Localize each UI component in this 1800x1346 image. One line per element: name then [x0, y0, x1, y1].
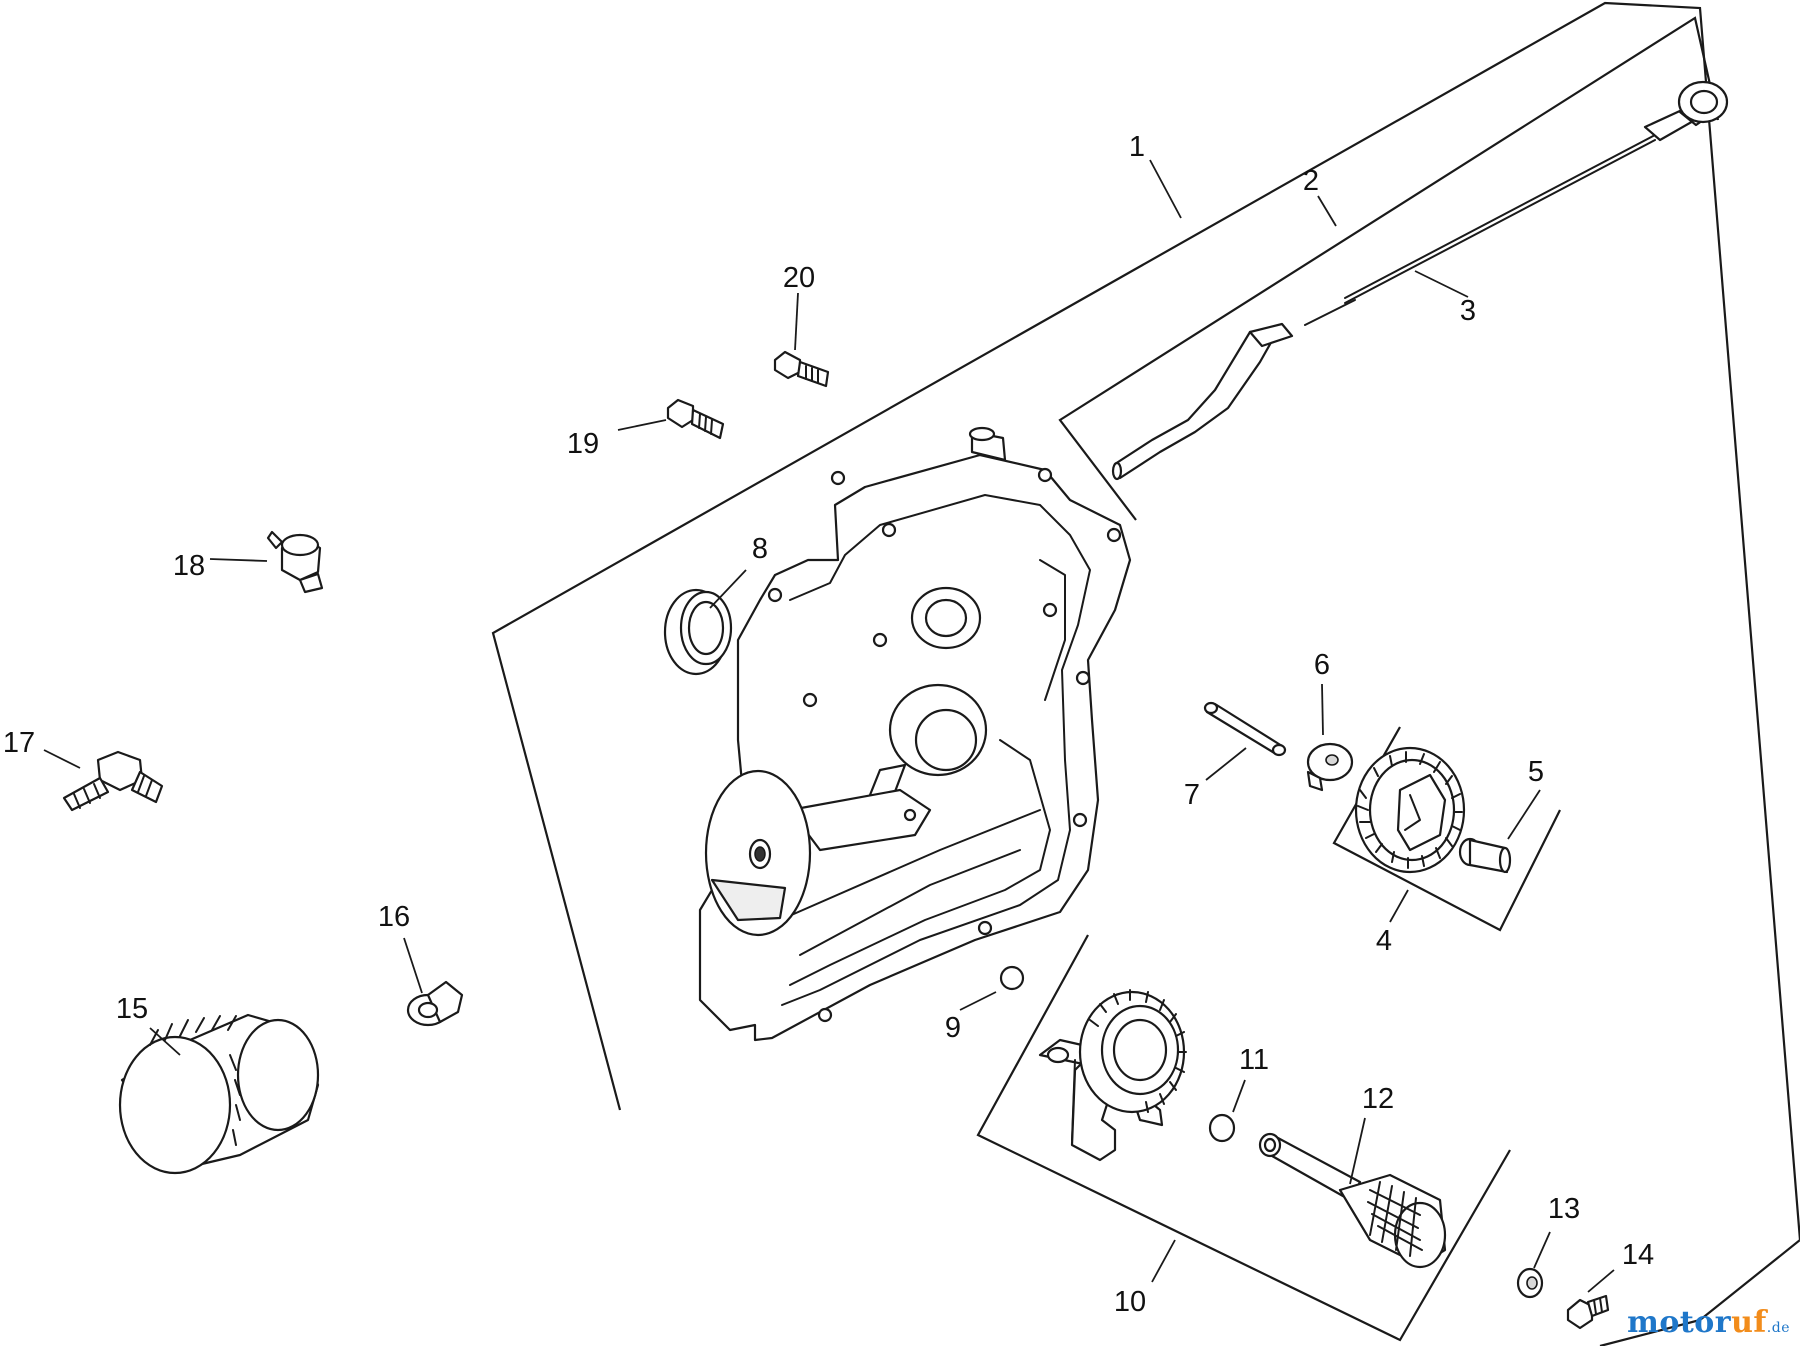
callout-4: 4 — [1376, 925, 1392, 957]
pump-shaft-part — [1258, 1132, 1447, 1269]
bolt-20-part — [773, 350, 830, 388]
callout-8: 8 — [752, 533, 768, 565]
screw-part — [1566, 1294, 1610, 1330]
ball-9-part — [999, 965, 1025, 991]
callout-13: 13 — [1548, 1193, 1580, 1225]
bolt-19-part — [666, 398, 725, 440]
group-bracket-2 — [1058, 16, 1720, 521]
callout-10: 10 — [1114, 1286, 1146, 1318]
dipstick-tube-part — [1111, 322, 1294, 481]
callout-15: 15 — [116, 993, 148, 1025]
watermark-tld: .de — [1766, 1320, 1790, 1336]
watermark-logo: motoruf.de — [1627, 1305, 1790, 1340]
callout-6: 6 — [1314, 649, 1330, 681]
spacer-part — [1306, 742, 1354, 792]
callout-5: 5 — [1528, 756, 1544, 788]
drain-plug-part — [406, 980, 464, 1027]
callout-9: 9 — [945, 1012, 961, 1044]
callout-18: 18 — [173, 550, 205, 582]
dipstick-part — [1304, 80, 1729, 326]
callout-labels: 1 2 3 4 5 6 7 8 9 10 11 12 13 14 15 16 1… — [3, 131, 1654, 1318]
callout-12: 12 — [1362, 1083, 1394, 1115]
washer-part — [1516, 1267, 1544, 1299]
group-bracket-1 — [491, 1, 1800, 1346]
ball-11-part — [1208, 1113, 1236, 1143]
watermark-part-b: uf — [1731, 1305, 1767, 1340]
pin-part — [1203, 701, 1287, 757]
watermark-part-a: motor — [1627, 1305, 1732, 1340]
callout-7: 7 — [1184, 779, 1200, 811]
gear-cover-part — [698, 426, 1132, 1042]
group-bracket-10 — [976, 934, 1511, 1342]
callout-14: 14 — [1622, 1239, 1654, 1271]
callout-11: 11 — [1239, 1044, 1269, 1076]
elbow-fitting-part — [62, 750, 164, 812]
governor-shaft-part — [1458, 837, 1512, 874]
oil-pump-part — [1038, 989, 1187, 1162]
leader-lines — [43, 159, 1615, 1293]
oil-filter-part — [118, 1013, 320, 1175]
callout-2: 2 — [1303, 165, 1319, 197]
callout-19: 19 — [567, 428, 599, 460]
pressure-switch-part — [266, 530, 324, 594]
callout-1: 1 — [1129, 131, 1145, 163]
governor-gear-part — [1354, 746, 1466, 874]
oil-seal-part — [663, 588, 733, 676]
callout-3: 3 — [1460, 295, 1476, 327]
callout-20: 20 — [783, 262, 815, 294]
callout-16: 16 — [378, 901, 410, 933]
callout-17: 17 — [3, 727, 35, 759]
